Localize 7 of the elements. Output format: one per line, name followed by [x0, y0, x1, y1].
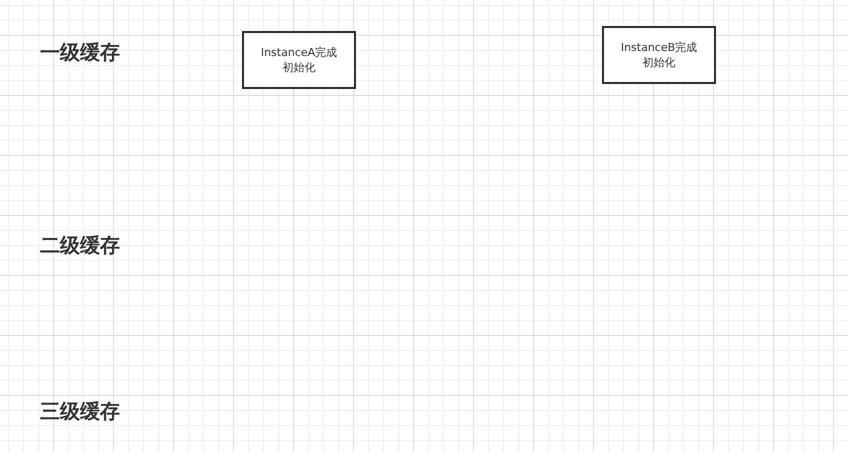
process-box [242, 31, 356, 89]
box-label: InstanceA完成初始化 [260, 45, 338, 75]
process-box [602, 26, 716, 84]
cache-level-label: 二级缓存 [40, 233, 120, 257]
box-label: InstanceB完成初始化 [620, 40, 698, 70]
cache-level-label: 一级缓存 [40, 40, 120, 64]
cache-level-label: 三级缓存 [40, 399, 120, 423]
